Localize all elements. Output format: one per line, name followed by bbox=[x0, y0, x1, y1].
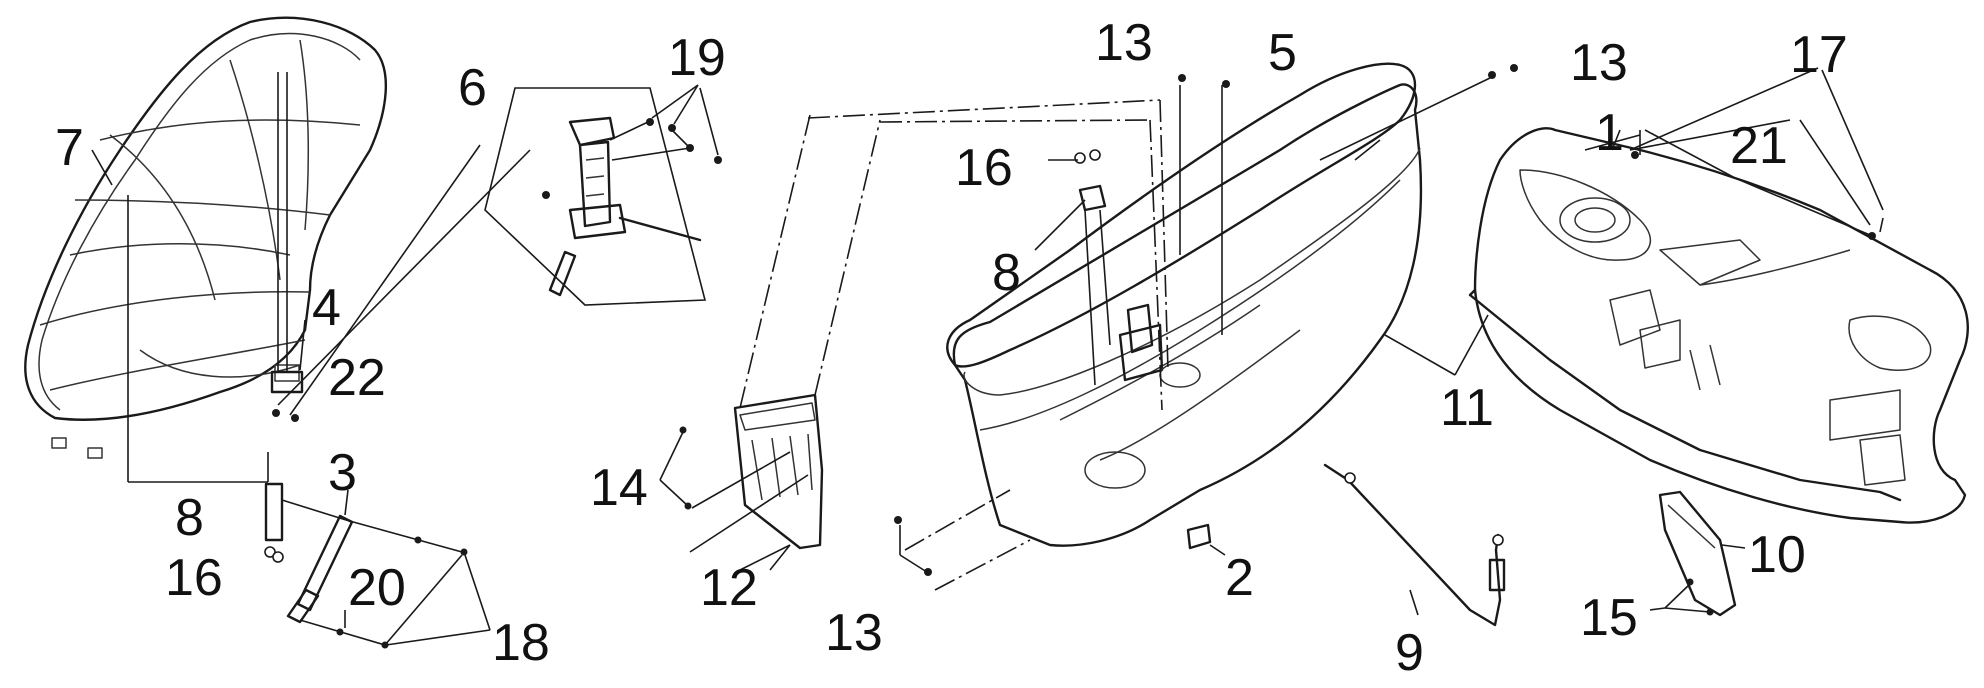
callout-1: 1 bbox=[1595, 104, 1624, 162]
callout-13-bottom: 13 bbox=[825, 604, 883, 662]
strut-assembly-part bbox=[264, 482, 468, 649]
tray-part bbox=[679, 114, 881, 571]
callout-2: 2 bbox=[1225, 549, 1254, 607]
frame-body-part bbox=[1468, 127, 1969, 524]
callout-14: 14 bbox=[590, 459, 648, 517]
storage-box-part bbox=[946, 62, 1491, 550]
callout-19: 19 bbox=[668, 29, 726, 87]
leaders-1-17-21 bbox=[1584, 67, 1884, 233]
callout-6: 6 bbox=[458, 59, 487, 117]
leaders-11 bbox=[1384, 314, 1489, 376]
seat-leader-lines bbox=[127, 72, 531, 483]
storage-box-dashed-guides bbox=[807, 64, 1518, 591]
leaders-19 bbox=[651, 84, 719, 156]
leader-3 bbox=[344, 489, 349, 516]
callout-13-top-right: 13 bbox=[1570, 34, 1628, 92]
seat-hinge-part bbox=[270, 370, 304, 422]
plate-part bbox=[1658, 490, 1746, 617]
callout-8-left: 8 bbox=[175, 489, 204, 547]
callout-4: 4 bbox=[312, 279, 341, 337]
callout-13-top-left: 13 bbox=[1095, 14, 1153, 72]
callout-22: 22 bbox=[328, 349, 386, 407]
box-fasteners bbox=[1074, 149, 1111, 386]
leader-2 bbox=[1209, 544, 1226, 556]
callout-8-box: 8 bbox=[992, 244, 1021, 302]
callout-10: 10 bbox=[1748, 526, 1806, 584]
callout-17: 17 bbox=[1790, 26, 1848, 84]
leader-18b bbox=[385, 629, 491, 646]
leader-4 bbox=[299, 319, 306, 371]
callout-7: 7 bbox=[55, 119, 84, 177]
leader-14 bbox=[659, 431, 684, 481]
cable-part bbox=[1323, 463, 1506, 627]
callout-16-left: 16 bbox=[165, 549, 223, 607]
callout-9: 9 bbox=[1395, 624, 1424, 682]
callout-labels: 7 6 19 4 22 3 8 16 20 18 14 12 13 16 8 1… bbox=[55, 14, 1848, 682]
leader-18 bbox=[464, 554, 491, 631]
latch-bracket-part bbox=[484, 87, 722, 306]
callout-18: 18 bbox=[492, 614, 550, 672]
callout-12: 12 bbox=[700, 559, 758, 617]
callout-21: 21 bbox=[1730, 117, 1788, 175]
leader-7 bbox=[91, 149, 113, 186]
callout-11: 11 bbox=[1440, 379, 1494, 437]
leader-9 bbox=[1409, 589, 1419, 616]
leader-8-box bbox=[1034, 199, 1086, 251]
callout-5: 5 bbox=[1268, 24, 1297, 82]
callout-15: 15 bbox=[1580, 589, 1638, 647]
callout-3: 3 bbox=[328, 444, 357, 502]
leader-15 bbox=[1649, 607, 1666, 611]
callout-16-box: 16 bbox=[955, 139, 1013, 197]
callout-20: 20 bbox=[348, 559, 406, 617]
leader-12 bbox=[769, 544, 791, 571]
leader-14b bbox=[659, 479, 689, 507]
